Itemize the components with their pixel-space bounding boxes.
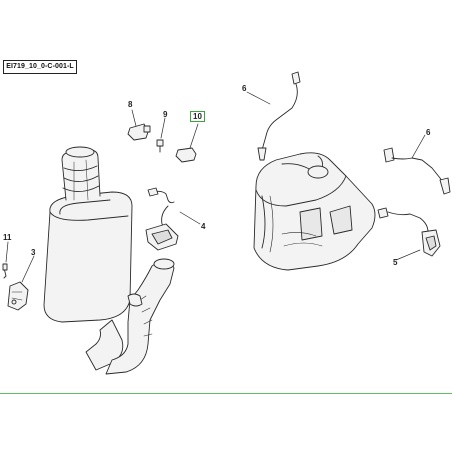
- footer-divider: [0, 393, 452, 394]
- nox-sensor-4: [145, 187, 179, 251]
- pressure-sensor-8: [127, 123, 151, 141]
- sensor-5: [377, 207, 441, 257]
- leader-lines: [5, 91, 426, 283]
- temperature-sensor-6-left: [257, 71, 301, 161]
- bolt-9: [156, 139, 164, 153]
- outlet-pipe: [85, 258, 175, 375]
- callout-11: 11: [3, 233, 12, 242]
- callout-6-left: 6: [242, 84, 247, 93]
- callout-3: 3: [31, 248, 36, 257]
- sensor-10: [175, 147, 197, 163]
- drawing-reference-label: EI719_10_0-C-001-L: [3, 60, 77, 74]
- catalytic-converter: [43, 146, 133, 323]
- dpf-canister: [253, 152, 376, 271]
- temperature-sensor-6-right: [383, 147, 451, 195]
- callout-8: 8: [128, 100, 133, 109]
- callout-10: 10: [190, 111, 205, 122]
- mounting-bracket: [2, 263, 29, 311]
- callout-4: 4: [201, 222, 206, 231]
- callout-5: 5: [393, 258, 398, 267]
- callout-9: 9: [163, 110, 168, 119]
- callout-6-right: 6: [426, 128, 431, 137]
